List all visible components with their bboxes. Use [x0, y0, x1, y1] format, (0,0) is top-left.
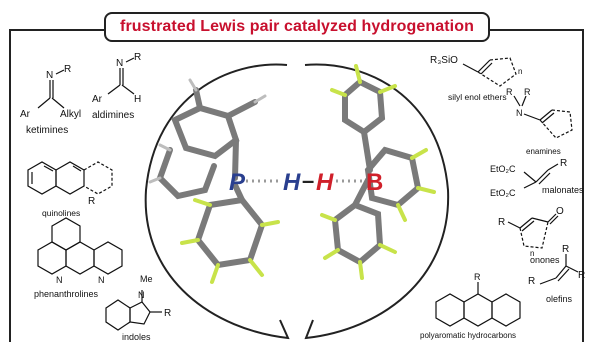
- enamine-r-left: R: [506, 87, 513, 97]
- center-ellipse-right: [304, 63, 450, 340]
- quinoline-structure: [27, 161, 113, 195]
- phosphine-model: [148, 78, 280, 284]
- phenanthroline-n-left: N: [56, 275, 63, 285]
- proton-h-right: H: [316, 169, 334, 196]
- fpl-center-label: P H – H B: [229, 168, 383, 196]
- enamine-structure: [513, 95, 573, 139]
- polyaromatic-r: R: [474, 272, 481, 282]
- h-h-bond: –: [302, 168, 314, 193]
- phenanthroline-n-right: N: [98, 275, 105, 285]
- aldimine-n: N: [116, 58, 123, 69]
- olefin-r-left: R: [528, 276, 535, 287]
- onone-label: onones: [530, 255, 560, 265]
- onone-structure: [507, 213, 559, 249]
- enamine-r-right: R: [524, 87, 531, 97]
- aldimine-ar: Ar: [92, 94, 103, 105]
- polyaromatic-label: polyaromatic hydrocarbons: [420, 331, 516, 340]
- olefin-label: olefins: [546, 294, 573, 304]
- outer-frame: [9, 29, 584, 342]
- silyl-n: n: [518, 67, 522, 76]
- aldimine-structure: [107, 57, 135, 95]
- diagram-title: frustrated Lewis pair catalyzed hydrogen…: [120, 18, 474, 35]
- ketimine-r: R: [64, 64, 71, 75]
- onone-o: O: [556, 206, 564, 217]
- silyl-label: silyl enol ethers: [448, 92, 507, 102]
- malonate-r: R: [560, 158, 567, 169]
- ketimine-alkyl: Alkyl: [60, 109, 81, 120]
- phenanthroline-label: phenanthrolines: [34, 289, 99, 299]
- indole-label: indoles: [122, 332, 151, 342]
- silyl-r3sio: R₃SiO: [430, 55, 458, 66]
- boron-atom: B: [366, 169, 383, 196]
- aldimine-h: H: [134, 94, 141, 105]
- olefin-structure: [539, 254, 579, 285]
- malonate-eto2c-bottom: EtO₂C: [490, 188, 516, 198]
- indole-n: N: [138, 290, 145, 300]
- aldimine-label: aldimines: [92, 110, 134, 121]
- silyl-enol-ether-structure: [462, 57, 517, 87]
- indole-r: R: [164, 308, 171, 319]
- phenanthroline-structure: [37, 217, 123, 275]
- quinoline-r: R: [88, 196, 95, 207]
- malonate-structure: [523, 163, 559, 189]
- onone-r: R: [498, 217, 505, 228]
- ketimine-ar: Ar: [20, 109, 31, 120]
- polyaromatic-structure: [435, 282, 521, 327]
- ketimine-label: ketimines: [26, 125, 68, 136]
- title-box: frustrated Lewis pair catalyzed hydrogen…: [104, 12, 490, 42]
- center-ellipse-left: [144, 63, 290, 340]
- quinoline-label: quinolines: [42, 208, 80, 218]
- ketimine-structure: [37, 69, 65, 109]
- indole-structure: [105, 290, 162, 331]
- olefin-r-top: R: [562, 244, 569, 255]
- malonate-eto2c-top: EtO₂C: [490, 164, 516, 174]
- ketimine-n: N: [46, 70, 53, 81]
- olefin-r-right: R: [578, 270, 585, 281]
- onone-n: n: [530, 249, 534, 258]
- enamine-n: N: [516, 108, 523, 118]
- borane-model: [320, 64, 436, 280]
- enamine-label: enamines: [526, 147, 561, 156]
- hydride-h-left: H: [283, 169, 301, 196]
- indole-me: Me: [140, 274, 153, 284]
- malonate-label: malonates: [542, 185, 584, 195]
- aldimine-r: R: [134, 52, 141, 63]
- phosphorus-atom: P: [229, 169, 246, 196]
